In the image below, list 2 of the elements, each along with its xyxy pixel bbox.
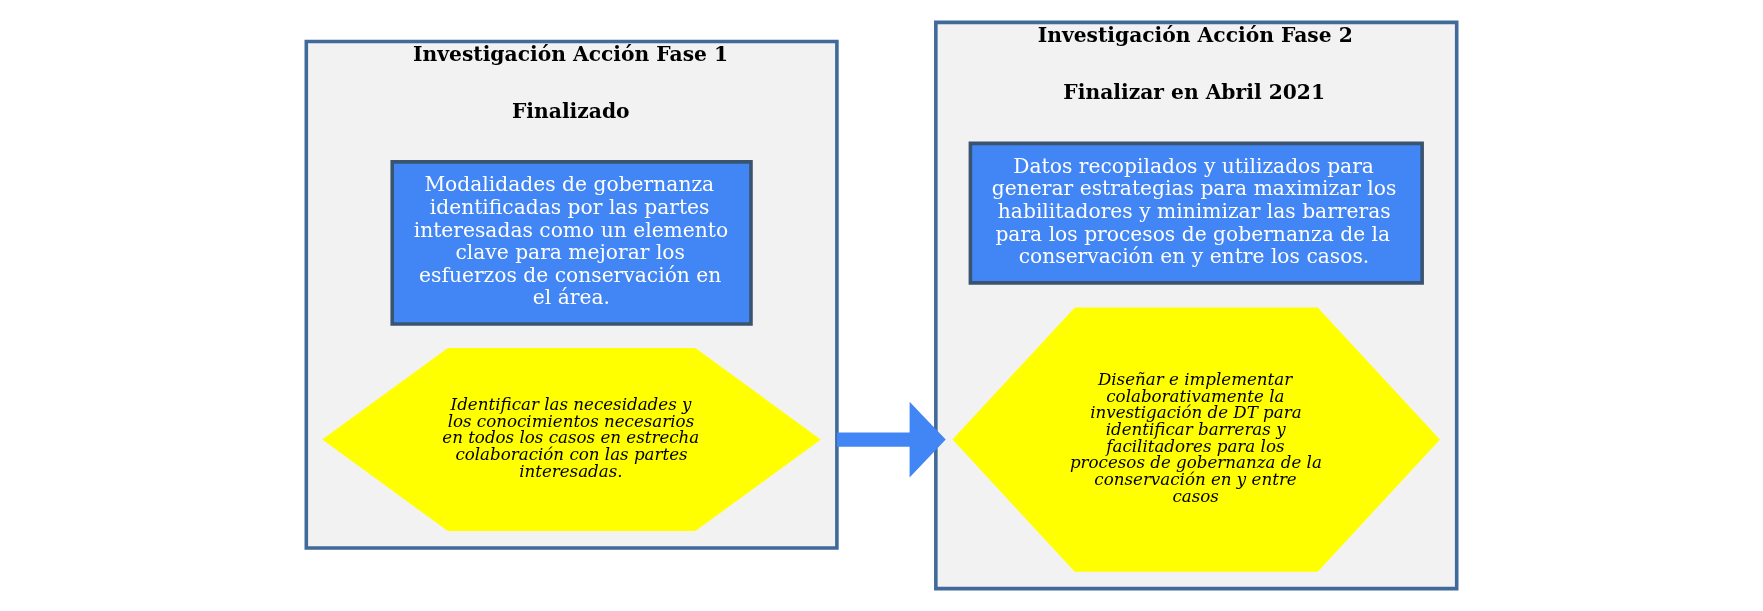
- node-box: Datos recopilados y utilizados para generar estrategias para maximizar los habilitadores y minimizar las barreras para los procesos de gobernanza de la conservación en y entre los casos.: [968, 141, 1424, 285]
- node-box: Modalidades de gobernanza identificadas por las partes interesadas como un elemento clave para mejorar los esfuerzos de conservación en el área.: [390, 160, 753, 326]
